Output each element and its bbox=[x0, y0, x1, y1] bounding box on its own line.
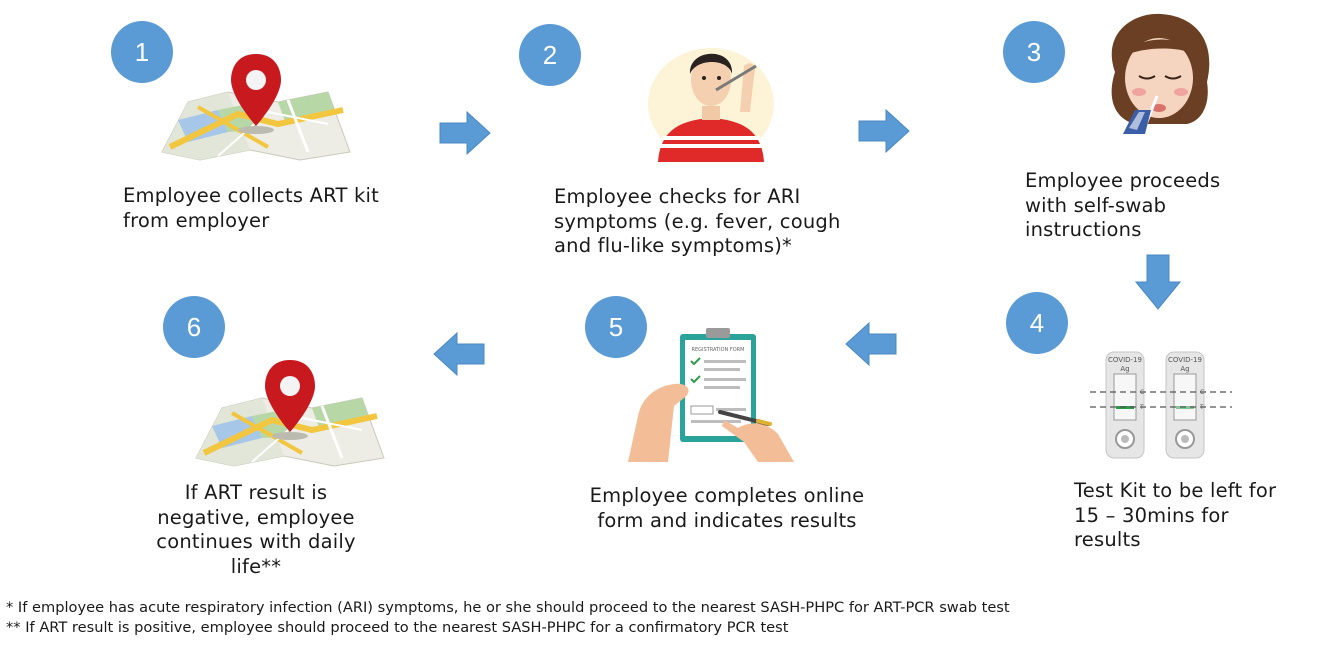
map-pin-icon-final bbox=[195, 360, 385, 467]
step-3-line-1: Employee proceeds bbox=[1025, 169, 1221, 192]
step-2-caption: Employee checks for ARI symptoms (e.g. f… bbox=[554, 185, 841, 259]
registration-form-icon: REGISTRATION FORM bbox=[628, 328, 794, 462]
step-4-badge: 4 bbox=[1006, 292, 1068, 354]
step-6-line-2: negative, employee bbox=[157, 505, 355, 529]
step-4-line-2: 15 – 30mins for bbox=[1074, 503, 1229, 527]
step-5-line-1: Employee completes online bbox=[589, 484, 865, 507]
form-title: REGISTRATION FORM bbox=[692, 347, 745, 353]
step-6-line-3: continues with daily bbox=[156, 530, 356, 553]
map-pin-icon bbox=[161, 54, 351, 161]
step-3-caption: Employee proceeds with self-swab instruc… bbox=[1025, 169, 1220, 243]
step-6-line-1: If ART result is bbox=[184, 481, 328, 504]
kit-c-left: C bbox=[1140, 389, 1144, 396]
step-3-line-2: with self-swab bbox=[1025, 193, 1167, 217]
kit-t-right: T bbox=[1199, 404, 1204, 411]
kit-sub-right: Ag bbox=[1180, 365, 1189, 373]
step-1-badge: 1 bbox=[111, 21, 173, 83]
step-1-line-1: Employee collects ART kit bbox=[123, 184, 379, 207]
step-3-badge: 3 bbox=[1003, 21, 1065, 83]
step-5-line-2: form and indicates results bbox=[597, 508, 857, 532]
arrow-left-1-icon bbox=[845, 322, 897, 366]
step-4-line-1: Test Kit to be left for bbox=[1074, 479, 1277, 502]
kit-label-right: COVID-19 bbox=[1168, 356, 1202, 364]
step-3-line-3: instructions bbox=[1025, 218, 1142, 241]
step-6-badge: 6 bbox=[163, 296, 225, 358]
step-6-caption: If ART result is negative, employee cont… bbox=[124, 481, 388, 579]
step-2-line-2: symptoms (e.g. fever, cough bbox=[554, 209, 841, 233]
kit-t-left: T bbox=[1139, 404, 1144, 411]
step-2-badge: 2 bbox=[519, 24, 581, 86]
step-4-line-3: results bbox=[1074, 528, 1141, 551]
step-6-line-4: life** bbox=[230, 554, 282, 578]
step-5-badge: 5 bbox=[585, 296, 647, 358]
step-2-line-1: Employee checks for ARI bbox=[554, 185, 801, 208]
arrow-right-1-icon bbox=[439, 111, 491, 155]
step-2-line-3: and flu-like symptoms)* bbox=[554, 234, 792, 257]
arrow-right-2-icon bbox=[858, 109, 910, 153]
test-kit-icon: COVID-19 COVID-19 Ag Ag C T C T bbox=[1090, 351, 1232, 459]
kit-c-right: C bbox=[1200, 389, 1204, 396]
person-thermometer-icon bbox=[648, 48, 774, 162]
kit-label-left: COVID-19 bbox=[1108, 356, 1142, 364]
kit-sub-left: Ag bbox=[1120, 365, 1129, 373]
arrow-down-icon bbox=[1135, 254, 1181, 310]
step-1-line-2: from employer bbox=[123, 208, 270, 232]
footnote-ari: * If employee has acute respiratory infe… bbox=[6, 599, 1010, 616]
self-swab-icon bbox=[1111, 13, 1210, 134]
footnote-positive: ** If ART result is positive, employee s… bbox=[6, 619, 789, 636]
arrow-left-2-icon bbox=[433, 332, 485, 376]
step-4-caption: Test Kit to be left for 15 – 30mins for … bbox=[1074, 479, 1276, 553]
step-5-caption: Employee completes online form and indic… bbox=[567, 484, 887, 533]
step-1-caption: Employee collects ART kit from employer bbox=[123, 184, 379, 233]
